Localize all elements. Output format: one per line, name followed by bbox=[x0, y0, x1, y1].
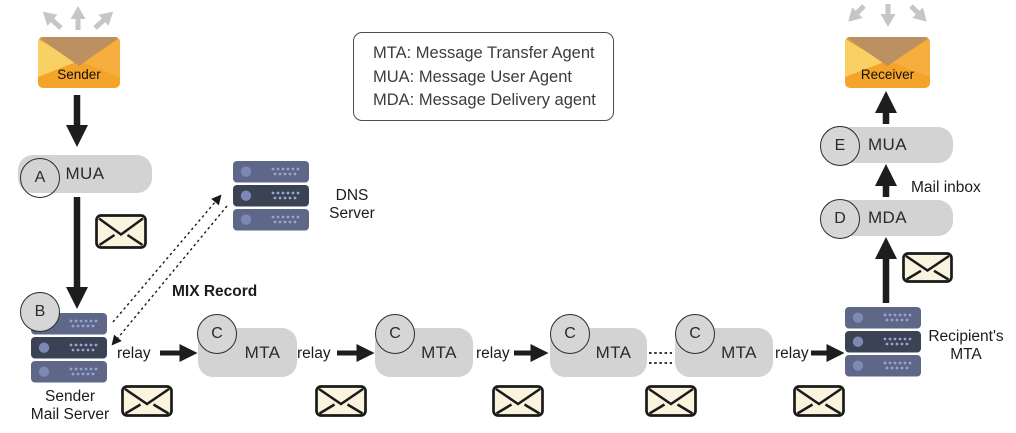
sender-envelope-icon bbox=[38, 37, 120, 88]
recipient-mta-server-icon bbox=[845, 307, 921, 377]
mail-envelope-icon bbox=[315, 385, 367, 422]
receiver-incoming-arrows-icon bbox=[848, 4, 927, 27]
badge-d: D bbox=[820, 199, 860, 239]
receiver-envelope-icon bbox=[845, 37, 930, 88]
mail-envelope-icon bbox=[793, 385, 845, 422]
legend-line-mda: MDA: Message Delivery agent bbox=[373, 91, 596, 109]
mta-chain-continuation-dots bbox=[649, 352, 672, 364]
badge-c3: C bbox=[550, 314, 590, 354]
badge-e: E bbox=[820, 126, 860, 166]
badge-b: B bbox=[20, 292, 60, 332]
badge-c4: C bbox=[675, 314, 715, 354]
badge-c2: C bbox=[375, 314, 415, 354]
mail-envelope-icon bbox=[95, 214, 147, 254]
mail-envelope-icon bbox=[902, 252, 953, 288]
legend-line-mta: MTA: Message Transfer Agent bbox=[373, 44, 595, 62]
receiver-label: Receiver bbox=[860, 67, 915, 82]
badge-a: A bbox=[20, 158, 60, 198]
node-mua-a-label: MUA bbox=[65, 164, 105, 183]
sender-label: Sender bbox=[57, 67, 101, 82]
badge-c1: C bbox=[197, 314, 237, 354]
relay-label-3: relay bbox=[476, 345, 510, 362]
dns-server-icon bbox=[233, 161, 309, 231]
mail-envelope-icon bbox=[645, 385, 697, 422]
sender-broadcast-arrows-icon bbox=[42, 6, 114, 30]
relay-label-1: relay bbox=[117, 345, 151, 362]
legend-box: MTA: Message Transfer Agent MUA: Message… bbox=[353, 32, 614, 121]
mix-record-label: MIX Record bbox=[172, 283, 258, 300]
mail-envelope-icon bbox=[492, 385, 544, 422]
sender-mail-server-label: Sender Mail Server bbox=[30, 388, 110, 423]
recipient-mta-label: Recipient's MTA bbox=[928, 328, 1004, 363]
mail-inbox-label: Mail inbox bbox=[911, 179, 981, 196]
legend-line-mua: MUA: Message User Agent bbox=[373, 67, 572, 86]
relay-label-4: relay bbox=[775, 345, 809, 362]
dns-server-label: DNS Server bbox=[329, 187, 375, 222]
relay-label-2: relay bbox=[297, 345, 331, 362]
mail-envelope-icon bbox=[121, 385, 173, 422]
